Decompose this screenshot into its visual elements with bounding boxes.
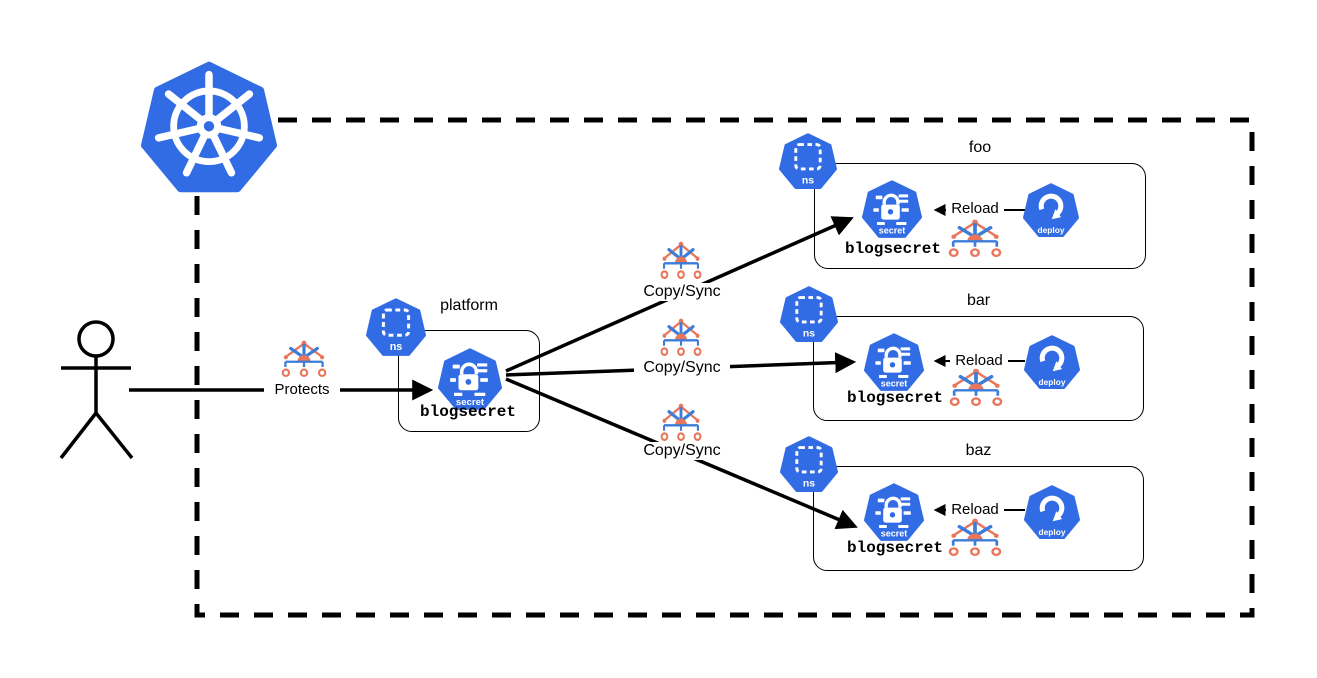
reload-label-foo: Reload	[946, 200, 1004, 218]
svg-text:secret: secret	[881, 378, 908, 388]
ns-icon-label: ns	[390, 341, 403, 353]
secret-name-platform: blogsecret	[419, 403, 516, 421]
secret-icon-bar: secret	[864, 333, 924, 393]
controller-icon-copy-sync-baz	[660, 403, 702, 443]
protects-edge-label: Protects	[264, 381, 340, 399]
controller-icon-copy-sync-bar	[660, 318, 702, 358]
svg-text:ns: ns	[803, 328, 815, 339]
copy-sync-label-foo: Copy/Sync	[634, 283, 730, 302]
secret-name-baz: blogsecret	[846, 539, 943, 557]
actor-head	[77, 320, 115, 358]
svg-text:ns: ns	[802, 175, 814, 186]
reload-label-baz: Reload	[946, 501, 1004, 519]
controller-icon-reload-foo	[948, 219, 1002, 259]
kubernetes-logo	[141, 61, 277, 197]
actor-figure	[59, 320, 134, 460]
deployment-icon-baz: deploy	[1024, 485, 1080, 541]
dashed-square-glyph	[381, 308, 411, 337]
svg-text:deploy: deploy	[1038, 225, 1065, 235]
cluster-boundary	[194, 117, 1255, 618]
helm-wheel-icon	[154, 70, 264, 177]
reload-label-bar: Reload	[950, 352, 1008, 370]
secret-name-foo: blogsecret	[844, 240, 941, 258]
namespace-label-foo: foo	[968, 139, 992, 156]
namespace-icon-bar: ns	[780, 286, 838, 344]
svg-text:secret: secret	[881, 528, 908, 538]
deployment-icon-foo: deploy	[1023, 183, 1079, 239]
namespace-icon-platform: ns	[366, 298, 426, 358]
namespace-label-baz: baz	[965, 442, 992, 459]
svg-text:deploy: deploy	[1039, 527, 1066, 537]
namespace-box-foo	[814, 163, 1146, 269]
controller-icon-reload-bar	[949, 368, 1003, 408]
copy-sync-label-baz: Copy/Sync	[634, 442, 730, 461]
namespace-box-bar	[813, 316, 1144, 421]
secret-name-bar: blogsecret	[846, 389, 943, 407]
namespace-box-baz	[813, 466, 1144, 571]
namespace-icon-foo: ns	[779, 133, 837, 191]
controller-icon-copy-sync-foo	[660, 241, 702, 281]
svg-text:secret: secret	[879, 225, 906, 235]
svg-text:ns: ns	[803, 478, 815, 489]
svg-text:deploy: deploy	[1039, 377, 1066, 387]
deployment-icon-bar: deploy	[1024, 335, 1080, 391]
actor-legs	[59, 411, 134, 460]
namespace-box-platform	[398, 330, 540, 432]
namespace-icon-baz: ns	[780, 436, 838, 494]
controller-icon-protects	[281, 340, 327, 379]
secret-icon-foo: secret	[862, 180, 922, 240]
controller-icon-reload-baz	[948, 518, 1002, 558]
namespace-label-bar: bar	[966, 292, 991, 309]
namespace-label-platform: platform	[440, 297, 498, 314]
secret-icon-label: secret	[456, 397, 485, 408]
secret-icon-baz: secret	[864, 483, 924, 543]
copy-sync-label-bar: Copy/Sync	[634, 359, 730, 378]
secret-icon-platform: secret	[438, 348, 502, 412]
